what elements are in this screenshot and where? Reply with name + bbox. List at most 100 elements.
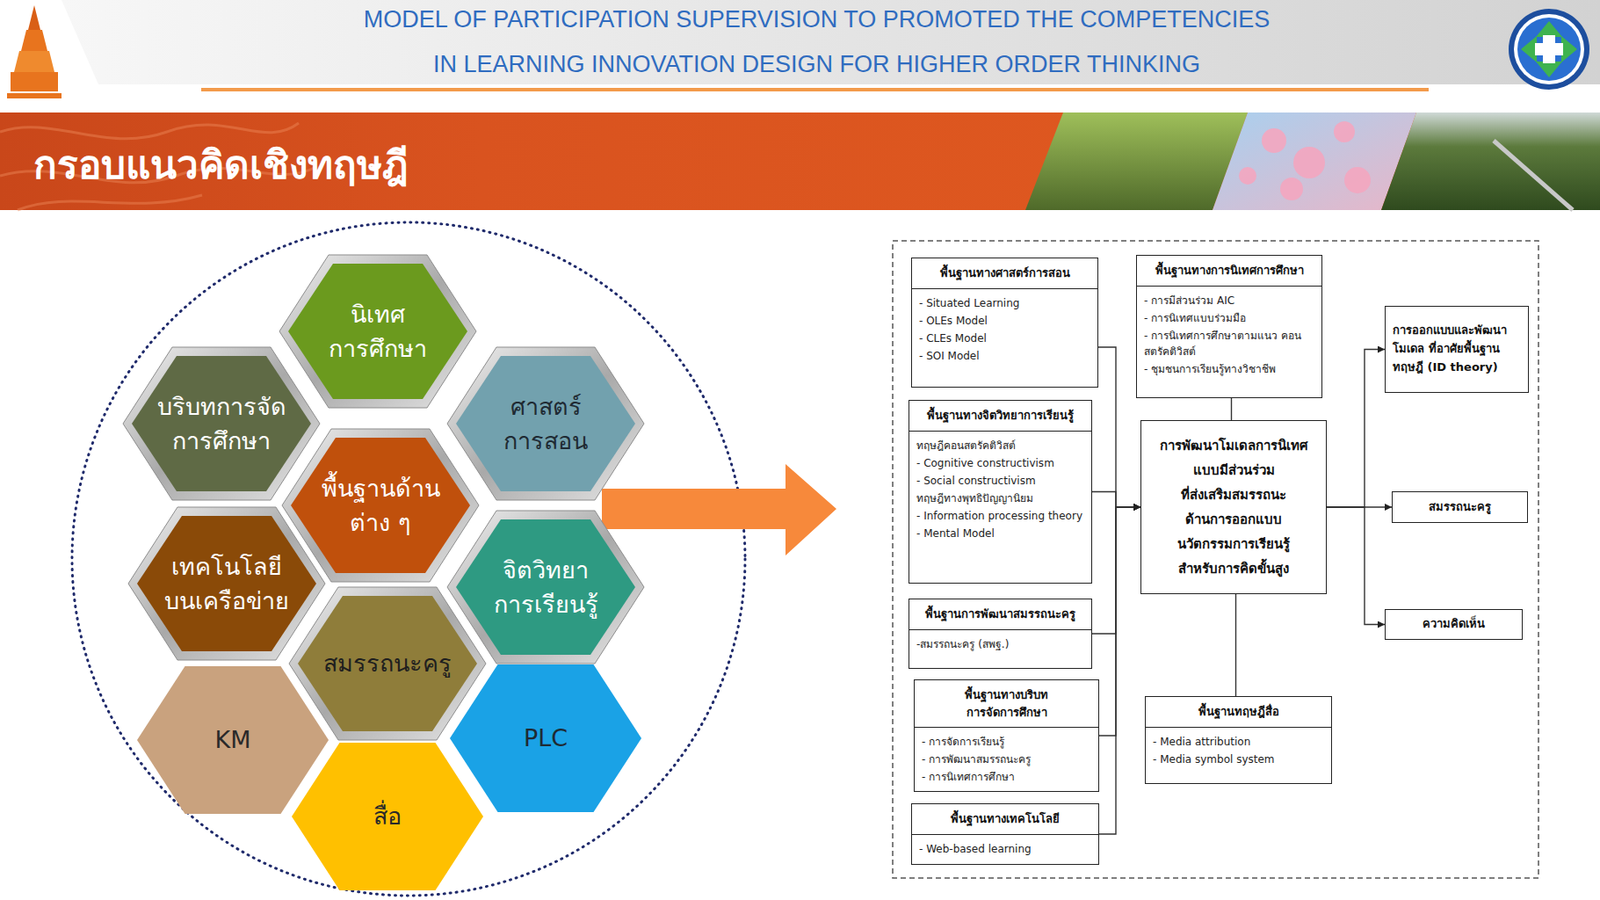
framework-frame [892, 240, 1539, 878]
hexagon-text-area: บริบทการจัด การศึกษา [122, 346, 321, 501]
hexagon-fill [137, 666, 329, 814]
output-box: การออกแบบและพัฒนาโมเดล ที่อาศัยพื้นฐานทฤ… [1384, 305, 1529, 393]
box-text: การออกแบบและพัฒนาโมเดล ที่อาศัยพื้นฐานทฤ… [1392, 321, 1521, 377]
connector-line [1092, 506, 1141, 634]
hexagon-node: นิเทศ การศึกษา [278, 253, 478, 409]
list-item: - Information processing theory [909, 506, 1092, 525]
logo-arrow [1561, 36, 1578, 63]
connector-line [1326, 506, 1392, 507]
box-heading: พื้นฐานทางการนิเทศการศึกษา [1136, 255, 1322, 287]
box-heading: พื้นฐานทางจิตวิทยาการเรียนรู้ [909, 400, 1092, 432]
hexagon-label: พื้นฐานด้าน ต่าง ๆ [314, 470, 447, 540]
box-text: ความคิดเห็น [1392, 616, 1515, 632]
hexagon-frame [123, 347, 320, 500]
big-arrow [601, 463, 837, 556]
connector-line [1326, 506, 1385, 625]
list-item: - Social constructivism [909, 471, 1092, 490]
photo-trees [1025, 112, 1248, 210]
hexagon-node: บริบทการจัด การศึกษา [122, 346, 321, 501]
logo-tier [21, 29, 48, 51]
connector-group [1092, 347, 1392, 834]
photo-campus [1381, 112, 1600, 210]
list-item: - การจัดการเรียนรู้ [914, 732, 1099, 751]
hexagon-fill [456, 355, 636, 492]
photo-flowers [1212, 112, 1417, 210]
hexagon-label: บริบทการจัด การศึกษา [139, 389, 304, 458]
header-underline [201, 87, 1429, 92]
logo-arrow [1535, 21, 1563, 37]
hexagon-node: PLC [446, 660, 645, 816]
hexagon-frame [289, 586, 486, 740]
list-item: - Media attribution [1145, 732, 1332, 751]
section-heading: กรอบแนวคิดเชิงทฤษฎี [33, 133, 409, 196]
hexagon-text-area: KM [133, 662, 333, 818]
list-item: - Situated Learning [912, 294, 1098, 312]
list-item: - SOI Model [912, 347, 1098, 365]
connector-line [1099, 506, 1141, 834]
logo-cross [1534, 43, 1564, 56]
connector-line [1092, 492, 1141, 508]
logo-ring [1508, 8, 1590, 90]
foundation-box: พื้นฐานทางบริบท การจัดการศึกษา - การจัดกา… [913, 679, 1100, 792]
hexagon-shape [127, 506, 326, 661]
hexagon-node: เทคโนโลยี บนเครือข่าย [127, 506, 326, 661]
box-heading: พื้นฐานทางบริบท การจัดการศึกษา [914, 680, 1099, 728]
logo-spire [28, 5, 41, 30]
foundation-box: พื้นฐานทฤษฎีสื่อ- Media attribution- Med… [1144, 695, 1333, 784]
connector-line [1098, 347, 1141, 507]
connector-line [1326, 349, 1385, 508]
box-heading: พื้นฐานการพัฒนาสมรรถนะครู [909, 599, 1092, 630]
slide-title: MODEL OF PARTICIPATION SUPERVISION TO PR… [353, 0, 1281, 87]
box-heading: พื้นฐานทางศาสตร์การสอน [912, 258, 1098, 290]
hexagon-label: จิตวิทยา การเรียนรู้ [463, 552, 628, 622]
flower-dots [1238, 121, 1371, 201]
hexagon-shape [281, 427, 480, 583]
list-item: - ชุมชนการเรียนรู้ทางวิชาชีพ [1136, 360, 1322, 378]
list-item: ทฤษฎีทางพุทธิปัญญานิยม [909, 489, 1092, 507]
title-area: MODEL OF PARTICIPATION SUPERVISION TO PR… [353, 0, 1281, 87]
connector-line [1099, 506, 1141, 736]
hexagon-fill [131, 355, 312, 492]
logo-ribbon [7, 93, 62, 99]
foundation-box: พื้นฐานทางศาสตร์การสอน - Situated Learnin… [911, 257, 1099, 388]
hexagon-node: สมรรถนะครู [288, 586, 487, 741]
hexagon-label: ศาสตร์ การสอน [463, 389, 628, 458]
logo-arrow [1520, 36, 1537, 63]
hexagon-label: PLC [463, 720, 628, 755]
list-item: - OLEs Model [912, 311, 1098, 330]
hexagon-fill [137, 515, 317, 652]
box-text: สมรรถนะครู [1399, 499, 1521, 515]
hexagon-shape [446, 509, 645, 665]
hexagon-shape [278, 253, 478, 409]
hexagon-label: นิเทศ การศึกษา [296, 296, 460, 366]
output-box: ความคิดเห็น [1384, 608, 1523, 640]
hexagon-text-area: เทคโนโลยี บนเครือข่าย [127, 506, 326, 661]
box-heading: พื้นฐานทางเทคโนโลยี [912, 803, 1099, 835]
hexagon-text-area: พื้นฐานด้าน ต่าง ๆ [281, 427, 480, 583]
hexagon-fill [449, 664, 642, 812]
hexagon-label: สมรรถนะครู [305, 645, 470, 681]
list-item: -สมรรถนะครู (สพฐ.) [909, 635, 1092, 653]
right-logo [1508, 8, 1590, 90]
photo-road [1493, 140, 1573, 210]
hexagon-node: ศาสตร์ การสอน [446, 346, 645, 501]
logo-base [10, 72, 58, 92]
logo-ring [1513, 14, 1585, 85]
hexagon-label: KM [151, 722, 315, 757]
hexagon-text-area: จิตวิทยา การเรียนรู้ [446, 509, 645, 665]
list-item: - การนิเทศแบบร่วมมือ [1136, 309, 1322, 327]
hexagon-shape [122, 346, 321, 501]
foundation-box: พื้นฐานทางการนิเทศการศึกษา - การมีส่วนร่ว… [1136, 254, 1323, 399]
hexagon-fill [297, 595, 478, 732]
hexagon-frame [282, 428, 479, 582]
foundation-box: พื้นฐานทางเทคโนโลยี- Web-based learning [911, 803, 1100, 865]
process-box: การพัฒนาโมเดลการนิเทศ แบบมีส่วนร่วม ที่ส… [1140, 419, 1327, 594]
hexagon-label: สื่อ [305, 798, 470, 833]
list-item: ทฤษฎีคอนสตรัคติวิสต์ [909, 436, 1092, 455]
list-item: - การมีส่วนร่วม AIC [1136, 291, 1322, 310]
hexagon-shape [446, 346, 645, 501]
hexagon-label: เทคโนโลยี บนเครือข่าย [144, 549, 309, 618]
list-item: - Media symbol system [1145, 750, 1332, 768]
hexagon-text-area: สื่อ [288, 738, 487, 894]
dotted-circle [72, 222, 746, 896]
